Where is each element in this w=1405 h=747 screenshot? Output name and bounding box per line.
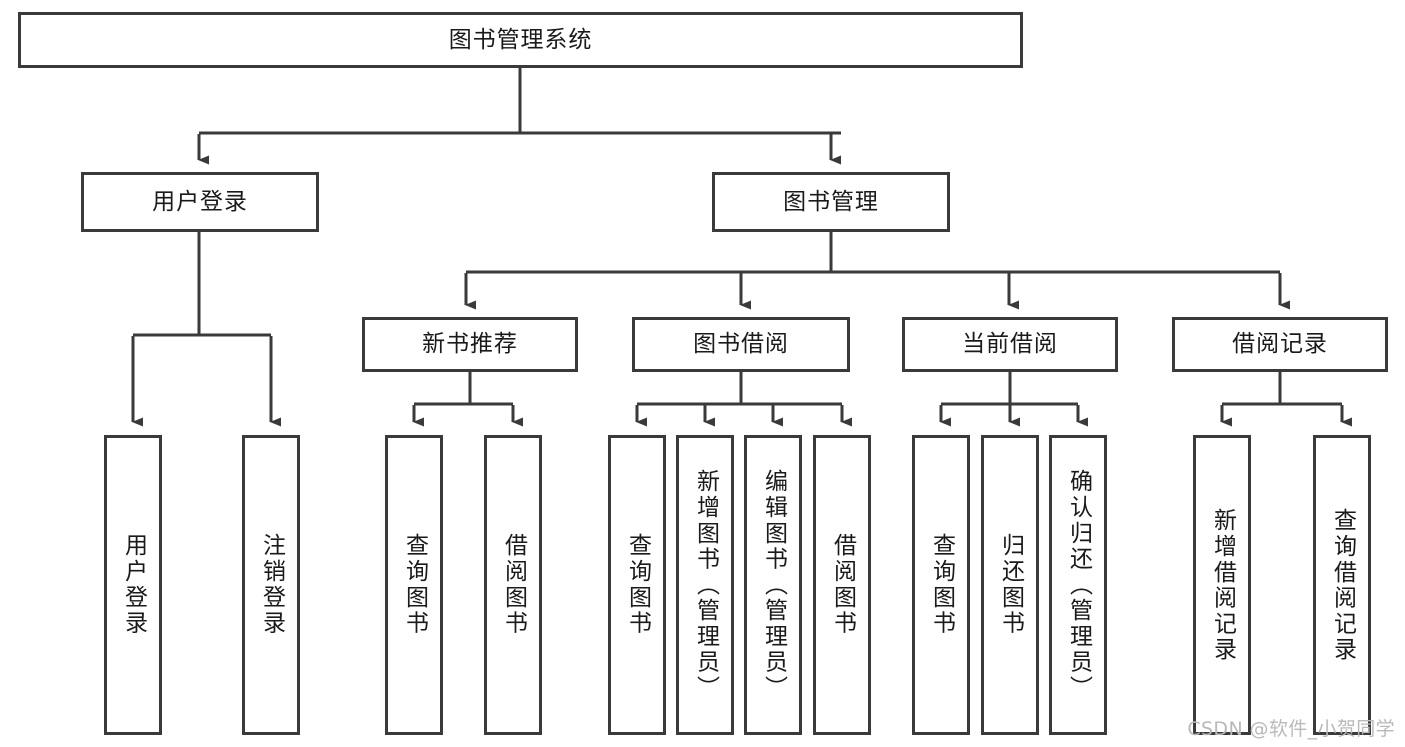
node-root-label: 图书管理系统 (448, 26, 593, 53)
node-leaf-logout-label: 注销登录 (258, 533, 285, 637)
node-leaf-confirm-return-admin-label: 确认归还（管理员） (1065, 469, 1092, 701)
node-leaf-logout[interactable]: 注销登录 (242, 435, 300, 735)
node-leaf-query-book-current[interactable]: 查询图书 (912, 435, 970, 735)
node-leaf-query-borrow-record-label: 查询借阅记录 (1329, 507, 1356, 663)
node-book-management[interactable]: 图书管理 (712, 172, 950, 232)
node-leaf-query-borrow-record[interactable]: 查询借阅记录 (1313, 435, 1371, 735)
node-current-borrow[interactable]: 当前借阅 (902, 317, 1118, 372)
node-leaf-query-book-current-label: 查询图书 (928, 533, 955, 637)
node-user-login-label: 用户登录 (152, 188, 248, 215)
node-leaf-user-login-label: 用户登录 (120, 533, 147, 637)
node-leaf-borrow-book-label: 借阅图书 (829, 533, 856, 637)
node-leaf-borrow-book[interactable]: 借阅图书 (813, 435, 871, 735)
node-leaf-user-login[interactable]: 用户登录 (104, 435, 162, 735)
node-leaf-query-book-label: 查询图书 (624, 533, 651, 637)
node-leaf-borrow-book-recommend[interactable]: 借阅图书 (484, 435, 542, 735)
node-leaf-add-borrow-record[interactable]: 新增借阅记录 (1193, 435, 1251, 735)
node-root[interactable]: 图书管理系统 (18, 12, 1023, 68)
node-book-borrow-label: 图书借阅 (693, 331, 789, 358)
node-leaf-query-book-recommend[interactable]: 查询图书 (385, 435, 443, 735)
node-leaf-edit-book-admin[interactable]: 编辑图书（管理员） (744, 435, 802, 735)
node-leaf-return-book-label: 归还图书 (997, 533, 1024, 637)
node-leaf-edit-book-admin-label: 编辑图书（管理员） (760, 469, 787, 701)
node-borrow-records[interactable]: 借阅记录 (1172, 317, 1388, 372)
node-leaf-query-book-recommend-label: 查询图书 (401, 533, 428, 637)
node-borrow-records-label: 借阅记录 (1232, 331, 1328, 358)
node-leaf-return-book[interactable]: 归还图书 (981, 435, 1039, 735)
csdn-watermark: CSDN @软件_小贺同学 (1187, 718, 1395, 740)
node-leaf-add-book-admin-label: 新增图书（管理员） (692, 469, 719, 701)
node-leaf-add-book-admin[interactable]: 新增图书（管理员） (676, 435, 734, 735)
node-leaf-confirm-return-admin[interactable]: 确认归还（管理员） (1049, 435, 1107, 735)
node-book-management-label: 图书管理 (783, 188, 879, 215)
node-leaf-add-borrow-record-label: 新增借阅记录 (1209, 507, 1236, 663)
node-leaf-query-book[interactable]: 查询图书 (608, 435, 666, 735)
node-user-login[interactable]: 用户登录 (81, 172, 319, 232)
node-new-book-recommend[interactable]: 新书推荐 (362, 317, 578, 372)
node-current-borrow-label: 当前借阅 (962, 331, 1058, 358)
node-book-borrow[interactable]: 图书借阅 (632, 317, 850, 372)
node-new-book-recommend-label: 新书推荐 (422, 331, 518, 358)
node-leaf-borrow-book-recommend-label: 借阅图书 (500, 533, 527, 637)
